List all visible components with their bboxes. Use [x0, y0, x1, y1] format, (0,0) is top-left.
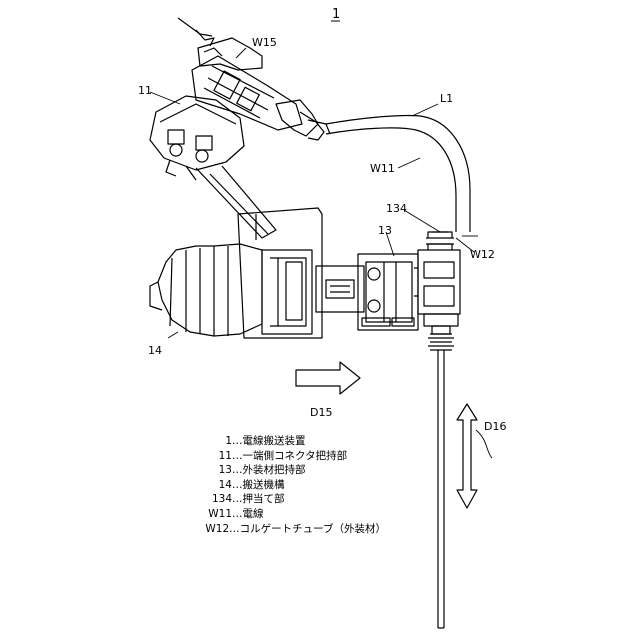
legend-code: W11 — [186, 507, 232, 522]
label-134: 134 — [386, 202, 407, 215]
connector-gripper-assembly — [150, 18, 330, 238]
leader-lines — [150, 48, 492, 458]
label-w15: W15 — [252, 36, 277, 49]
reference-legend: 1…電線搬送装置11…一端側コネクタ把持部13…外装材把持部14…搬送機構134… — [186, 434, 386, 536]
figure-number: 1 — [332, 7, 340, 22]
legend-text: …搬送機構 — [232, 478, 285, 493]
label-d16: D16 — [484, 420, 506, 433]
label-l1: L1 — [440, 92, 453, 105]
label-14: 14 — [148, 344, 162, 357]
label-w12: W12 — [470, 248, 495, 261]
legend-text: …一端側コネクタ把持部 — [232, 449, 347, 464]
transport-mechanism — [150, 244, 364, 336]
legend-row: 13…外装材把持部 — [186, 463, 386, 478]
legend-row: 134…押当て部 — [186, 492, 386, 507]
electric-wire — [326, 115, 470, 628]
legend-code: 11 — [186, 449, 232, 464]
label-d15: D15 — [310, 406, 332, 419]
legend-text: …コルゲートチューブ（外装材） — [229, 522, 386, 537]
legend-text: …電線搬送装置 — [232, 434, 306, 449]
legend-text: …押当て部 — [232, 492, 285, 507]
legend-code: 13 — [186, 463, 232, 478]
legend-code: 1 — [186, 434, 232, 449]
d15-arrow — [296, 362, 360, 394]
label-w11: W11 — [370, 162, 395, 175]
d16-double-arrow — [457, 404, 477, 508]
legend-code: W12 — [186, 522, 229, 537]
legend-row: W12…コルゲートチューブ（外装材） — [186, 522, 386, 537]
label-13: 13 — [378, 224, 392, 237]
press-unit — [414, 232, 460, 350]
legend-row: W11…電線 — [186, 507, 386, 522]
legend-text: …外装材把持部 — [232, 463, 306, 478]
legend-code: 134 — [186, 492, 232, 507]
tube-gripper — [358, 254, 418, 330]
base-column — [238, 208, 322, 338]
legend-row: 11…一端側コネクタ把持部 — [186, 449, 386, 464]
legend-row: 1…電線搬送装置 — [186, 434, 386, 449]
legend-row: 14…搬送機構 — [186, 478, 386, 493]
legend-text: …電線 — [232, 507, 264, 522]
label-11: 11 — [138, 84, 152, 97]
legend-code: 14 — [186, 478, 232, 493]
